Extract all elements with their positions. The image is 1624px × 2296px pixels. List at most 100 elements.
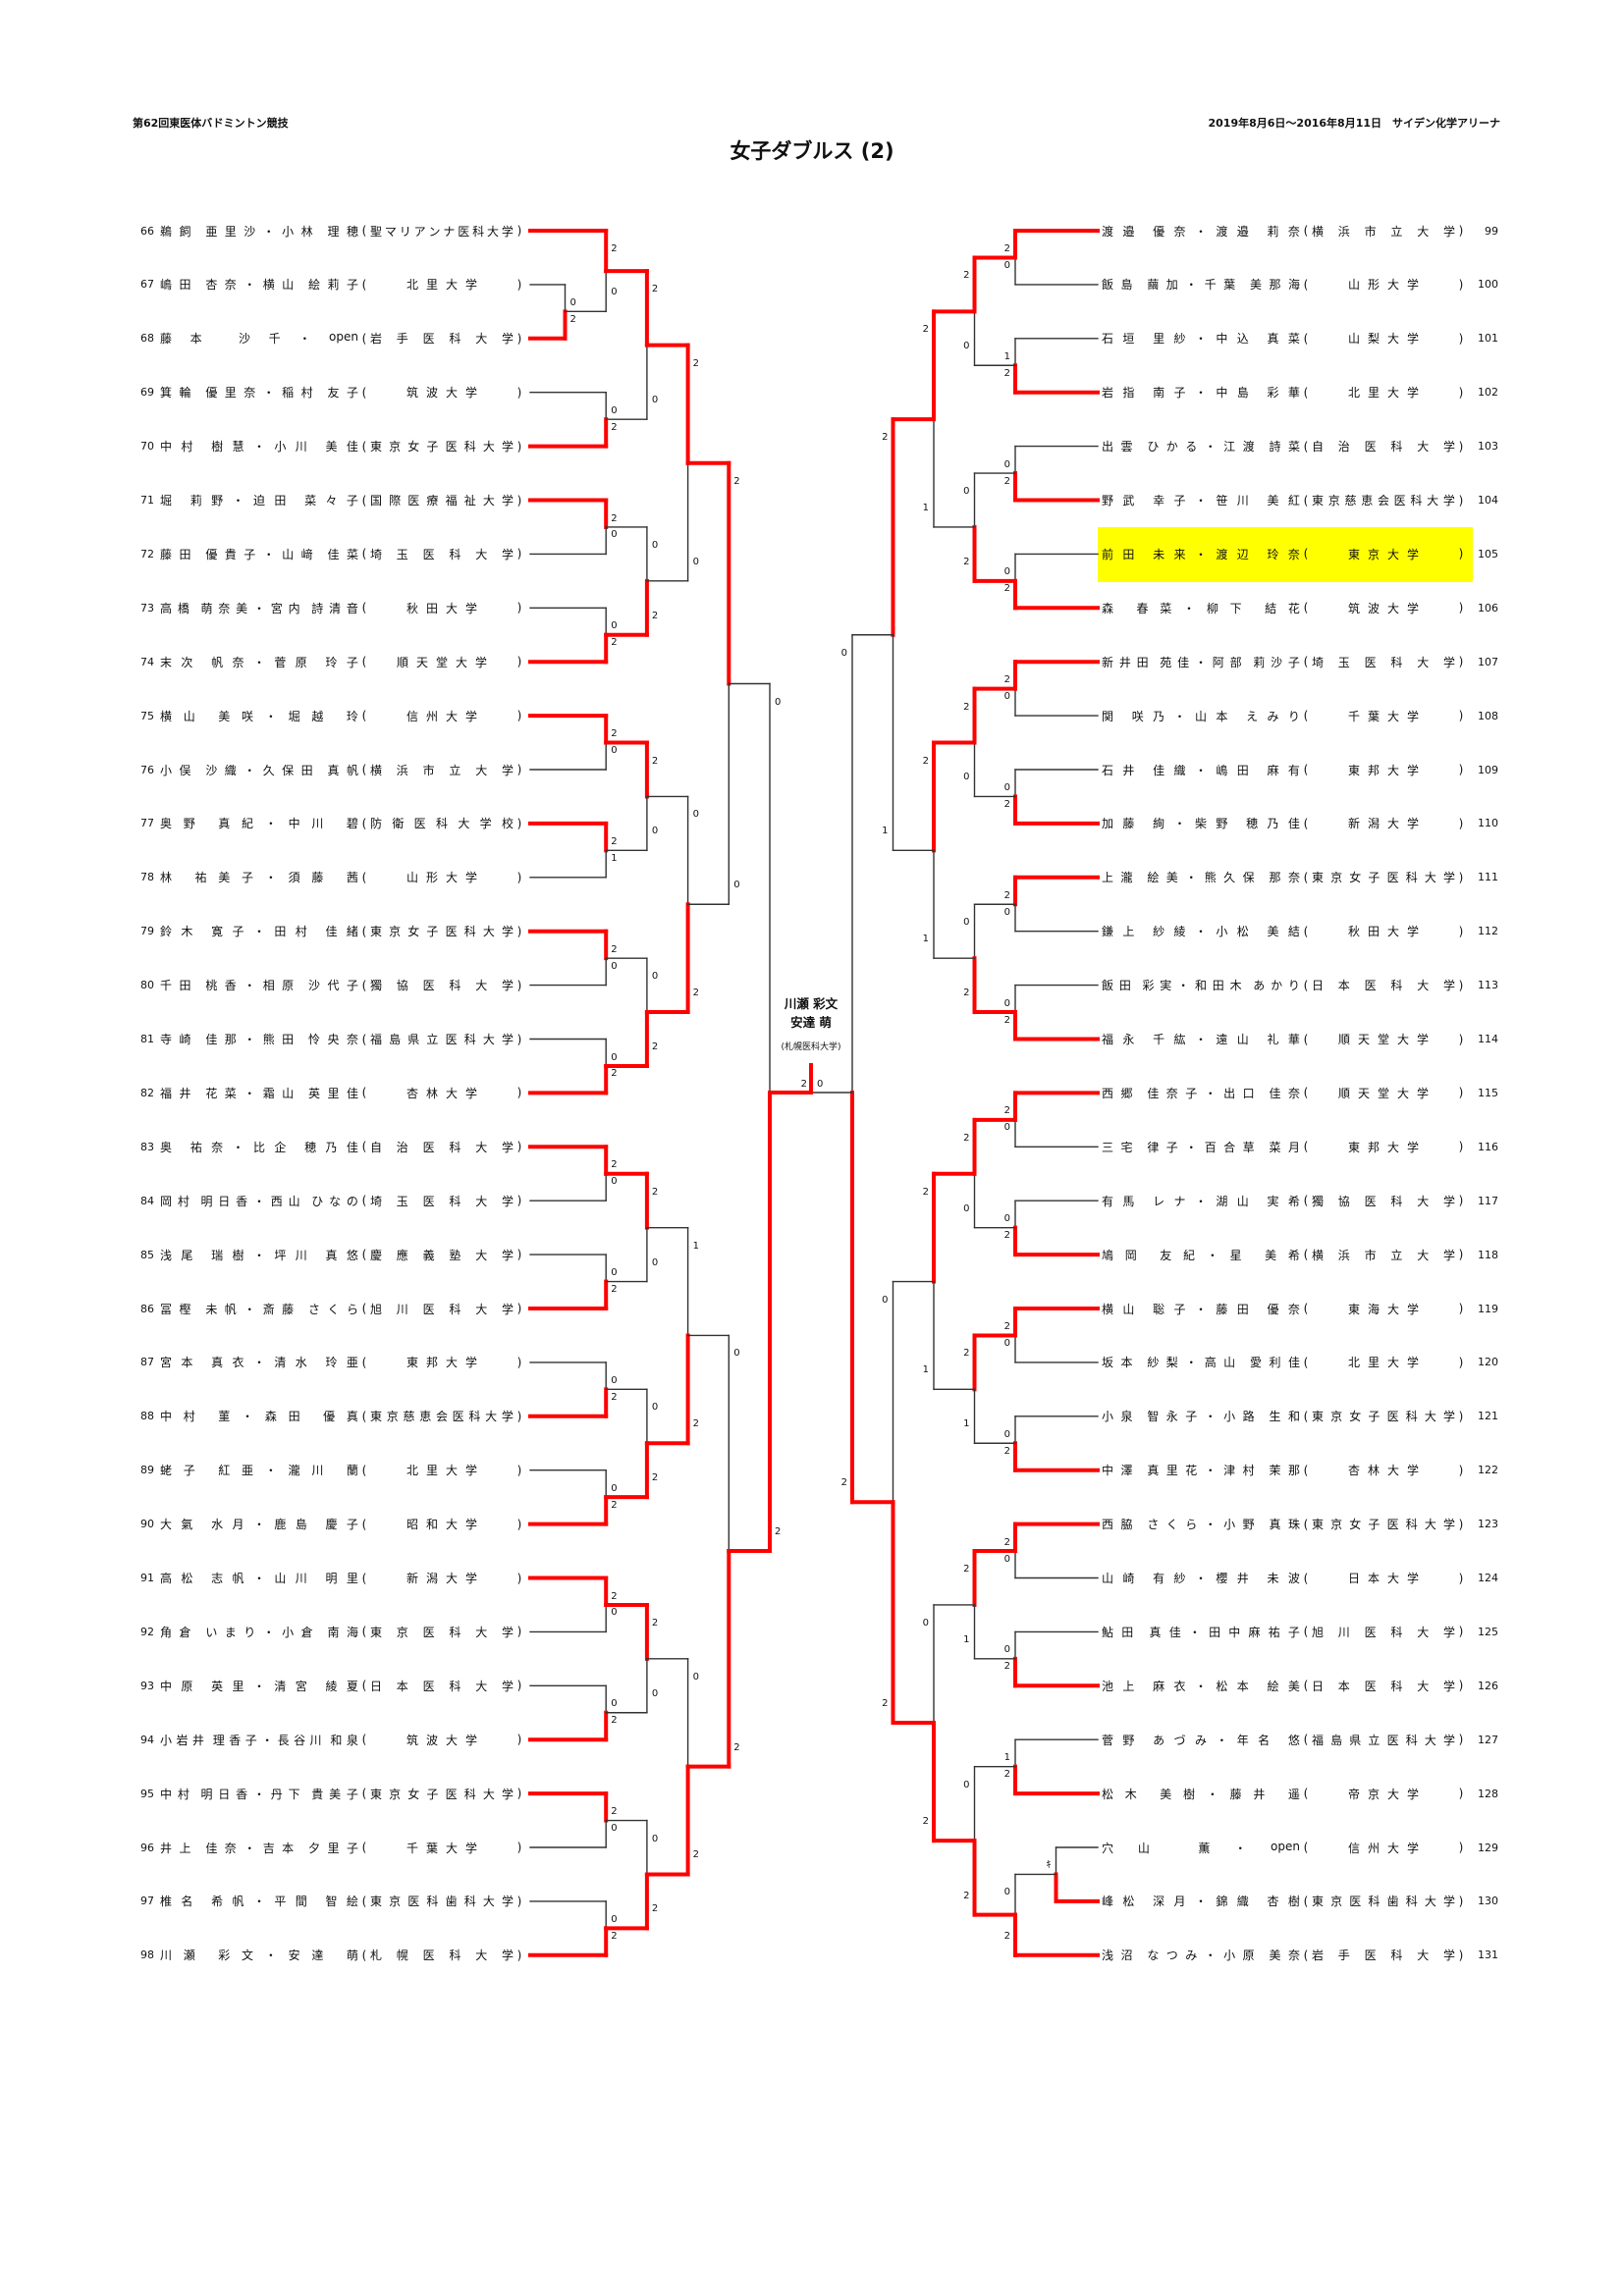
match-score: 2 [692, 357, 699, 369]
entry-number: 81 [140, 1033, 154, 1045]
entry-university: 埼玉医科大学 [1312, 655, 1455, 669]
paren-close: ) [516, 816, 522, 830]
entry-number: 75 [140, 709, 154, 722]
entry-players: 福永千紘・遠山礼華 [1102, 1033, 1300, 1046]
entry-number: 116 [1478, 1140, 1498, 1153]
event-name: 第62回東医体バドミントン競技 [133, 117, 289, 130]
paren-close: ) [1458, 1733, 1464, 1747]
paren-close: ) [516, 439, 522, 454]
paren-close: ) [1458, 1571, 1464, 1585]
match-score: 0 [963, 1779, 970, 1790]
entry-university: 東京慈恵会医科大学 [370, 1410, 514, 1424]
match-score: 2 [651, 1617, 659, 1629]
paren-open: ( [1303, 1194, 1309, 1208]
champion-box: 川瀬 彩文 安達 萌 (札幌医科大学) [762, 994, 860, 1052]
match-score: 0 [882, 1294, 889, 1306]
match-score: 0 [1003, 997, 1010, 1009]
match-score: 2 [1003, 243, 1010, 254]
paren-close: ) [516, 1355, 522, 1369]
match-score: 2 [651, 1186, 659, 1198]
match-score: 1 [611, 852, 618, 864]
match-score: 2 [611, 835, 618, 847]
entry-number: 69 [140, 386, 154, 400]
paren-open: ( [361, 1625, 367, 1639]
paren-close: ) [1458, 763, 1464, 776]
entry-row: 石垣里紗・中込真菜(山梨大学)101 [1102, 331, 1498, 347]
paren-open: ( [361, 1948, 367, 1962]
entry-university: 日本医科大学 [370, 1679, 514, 1693]
entry-players: 石垣里紗・中込真菜 [1102, 332, 1300, 347]
entry-university: 筑波大学 [406, 386, 485, 400]
entry-university: 福島県立医科大学 [1312, 1733, 1455, 1747]
entry-row: 菅野あづみ・年名悠(福島県立医科大学)127 [1102, 1732, 1498, 1747]
entry-university: 日本医科大学 [1312, 1679, 1455, 1693]
paren-close: ) [1458, 978, 1464, 992]
match-score: 2 [651, 610, 659, 621]
match-score: 2 [611, 637, 618, 649]
entry-university: 東邦大学 [1347, 1140, 1427, 1154]
match-score: 0 [1003, 1887, 1010, 1898]
paren-open: ( [361, 331, 367, 346]
paren-close: ) [516, 1517, 522, 1531]
entry-number: 89 [140, 1464, 154, 1477]
paren-open: ( [1303, 1302, 1309, 1315]
match-score: 0 [651, 826, 659, 837]
entry-number: 93 [140, 1679, 154, 1692]
paren-open: ( [361, 277, 367, 292]
match-score: 1 [922, 1364, 929, 1376]
entry-number: 125 [1478, 1625, 1498, 1638]
entry-number: 72 [140, 547, 154, 561]
match-score: 2 [1003, 1321, 1010, 1332]
paren-open: ( [1303, 1787, 1309, 1801]
entry-players: 中村菫・森田優真 [160, 1410, 358, 1424]
match-score: 2 [651, 1041, 659, 1052]
entry-number: 103 [1478, 440, 1498, 454]
entry-number: 87 [140, 1356, 154, 1369]
paren-open: ( [1303, 1571, 1309, 1585]
entry-row: 西郷佳奈子・出口佳奈(順天堂大学)115 [1102, 1085, 1498, 1100]
entry-players: 渡邉優奈・渡邉莉奈 [1102, 224, 1300, 239]
entry-university: 順天堂大学 [396, 655, 495, 669]
entry-players: 中村樹慧・小川美佳 [160, 440, 358, 454]
entry-players: 西脇さくら・小野真珠 [1102, 1518, 1300, 1532]
match-score: 2 [651, 1903, 659, 1915]
match-score: 2 [651, 1472, 659, 1484]
match-score: 1 [882, 826, 889, 837]
paren-open: ( [1303, 1733, 1309, 1747]
paren-close: ) [1458, 1248, 1464, 1262]
entry-row: 鮎田真佳・田中麻祐子(旭川医科大学)125 [1102, 1624, 1498, 1639]
entry-university: 信州大学 [1347, 1841, 1427, 1855]
paren-open: ( [361, 1463, 367, 1477]
paren-open: ( [1303, 1517, 1309, 1531]
match-score: 2 [963, 988, 970, 999]
entry-university: 杏林大学 [406, 1086, 485, 1100]
paren-close: ) [1458, 601, 1464, 615]
paren-close: ) [1458, 1948, 1464, 1962]
match-score: 2 [963, 556, 970, 567]
entry-university: 昭和大学 [406, 1518, 485, 1532]
match-score: 0 [963, 917, 970, 929]
entry-number: 109 [1478, 763, 1498, 776]
paren-close: ) [516, 493, 522, 507]
entry-number: 73 [140, 601, 154, 614]
paren-close: ) [516, 763, 522, 776]
entry-university: 北里大学 [406, 278, 485, 293]
entry-row: 鳩岡友紀・星美希(横浜市立大学)118 [1102, 1247, 1498, 1262]
paren-close: ) [516, 1302, 522, 1315]
paren-open: ( [1303, 1248, 1309, 1262]
entry-number: 123 [1478, 1518, 1498, 1531]
entry-number: 106 [1478, 601, 1498, 614]
entry-row: 穴山薫・open(信州大学)129 [1102, 1840, 1498, 1855]
entry-players: 三宅律子・百合草菜月 [1102, 1140, 1300, 1154]
entry-university: 旭川医科大学 [1312, 1625, 1455, 1639]
paren-close: ) [516, 1409, 522, 1423]
entry-players: 川瀬彩文・安達萌 [160, 1949, 358, 1963]
